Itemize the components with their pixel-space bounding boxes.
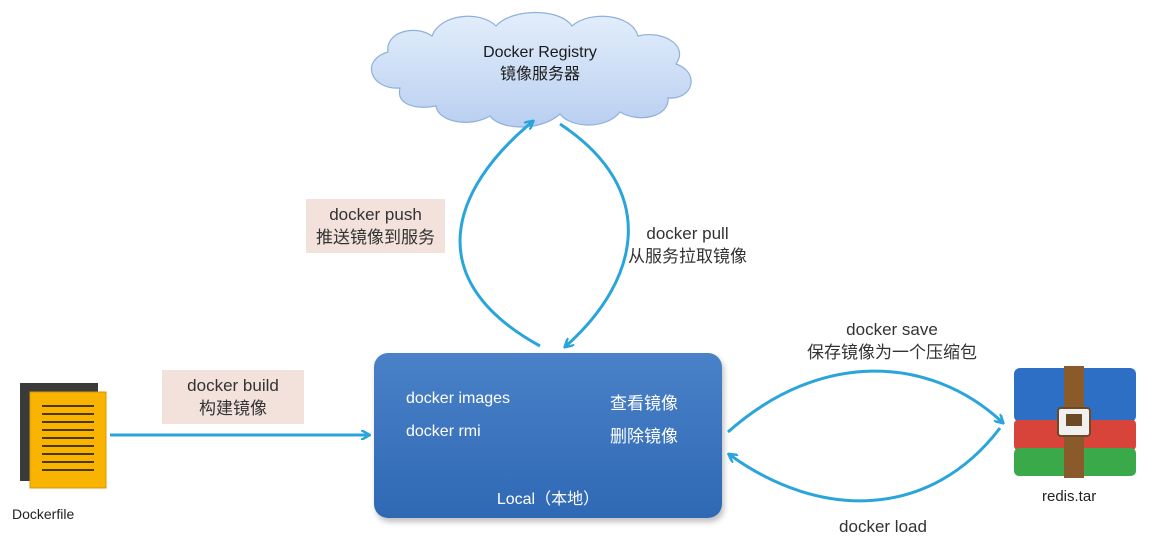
pull-command: docker pull <box>646 224 729 243</box>
push-description: 推送镜像到服务 <box>316 228 435 247</box>
registry-subtitle: 镜像服务器 <box>499 66 580 83</box>
registry-label: Docker Registry 镜像服务器 <box>440 42 640 86</box>
local-command-images: docker images <box>406 390 511 407</box>
local-command-rmi: docker rmi <box>406 423 481 440</box>
archive-icon <box>1014 366 1136 478</box>
build-label: docker build 构建镜像 <box>162 370 304 424</box>
pull-arrow <box>559 122 630 346</box>
diagram-canvas <box>20 11 1136 503</box>
registry-name: Docker Registry <box>483 44 597 61</box>
save-description: 保存镜像为一个压缩包 <box>807 343 977 362</box>
load-label: docker load <box>808 515 958 538</box>
push-arrow <box>458 122 541 348</box>
dockerfile-icon <box>20 383 107 489</box>
load-command: docker load <box>839 517 927 536</box>
push-command: docker push <box>329 205 422 224</box>
save-label: docker save 保存镜像为一个压缩包 <box>792 318 992 364</box>
local-box: docker images 查看镜像 docker rmi 删除镜像 Local… <box>374 353 722 518</box>
push-label: docker push 推送镜像到服务 <box>306 199 445 253</box>
load-arrow <box>730 427 1002 503</box>
pull-label: docker pull 从服务拉取镜像 <box>628 222 747 268</box>
build-command: docker build <box>187 376 279 395</box>
archive-caption: redis.tar <box>1042 488 1097 505</box>
local-description-rmi: 删除镜像 <box>610 427 678 446</box>
local-title: Local（本地） <box>496 491 600 508</box>
save-command: docker save <box>846 320 938 339</box>
dockerfile-caption: Dockerfile <box>12 506 75 522</box>
pull-description: 从服务拉取镜像 <box>628 247 747 266</box>
cloud-icon <box>370 11 692 128</box>
local-description-images: 查看镜像 <box>610 394 678 413</box>
build-description: 构建镜像 <box>199 399 267 418</box>
save-arrow <box>727 369 1002 434</box>
